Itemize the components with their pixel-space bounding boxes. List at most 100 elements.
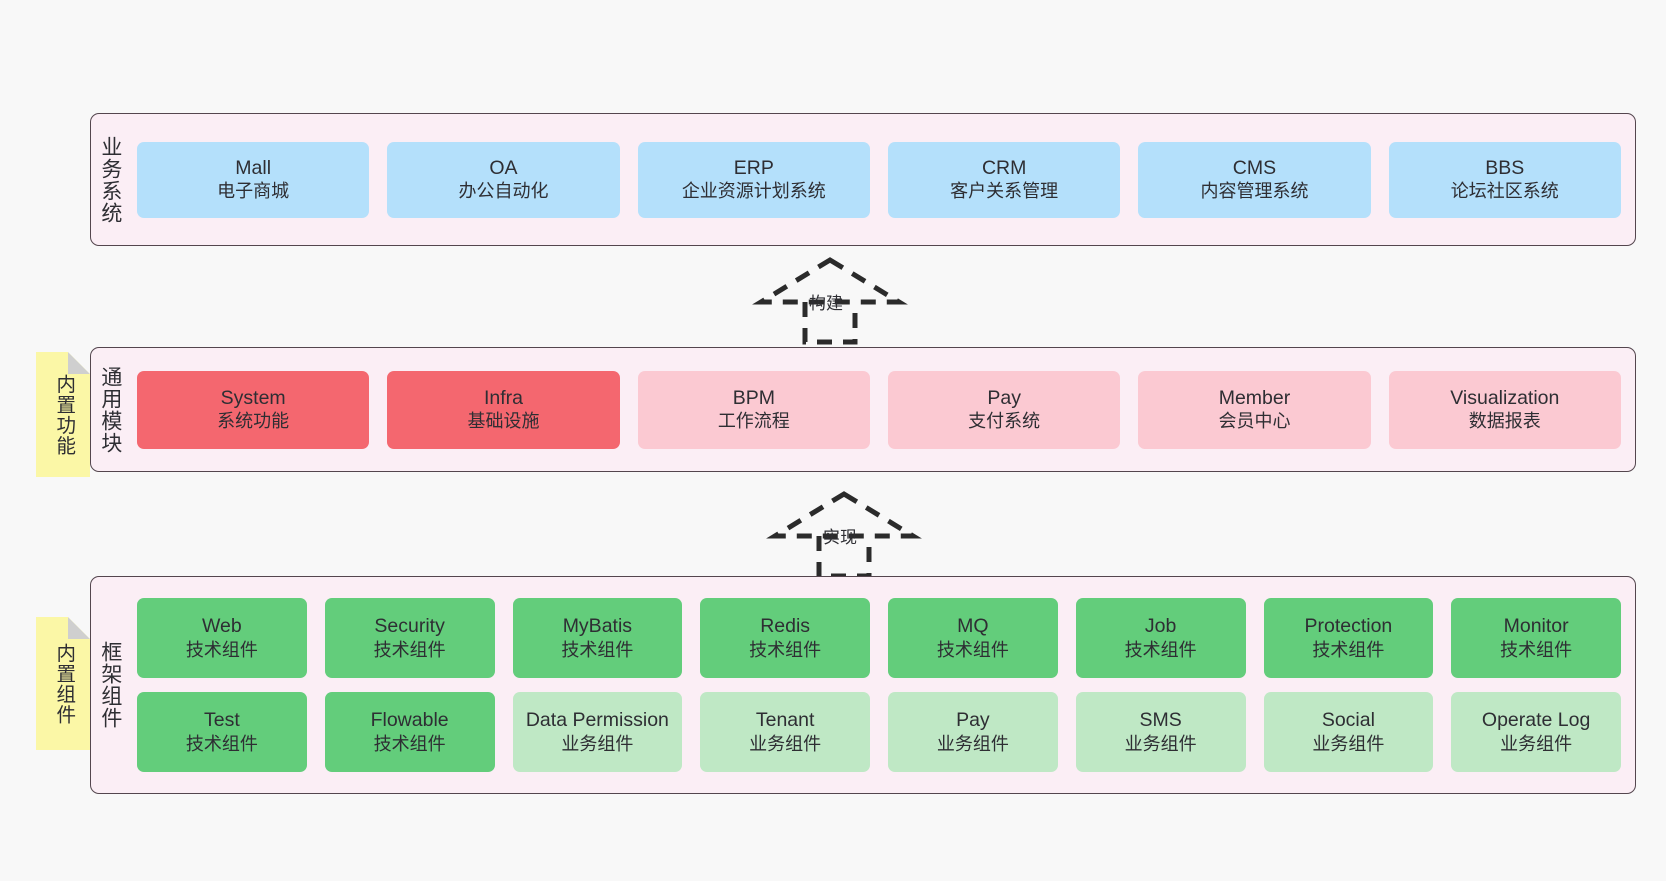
card-mall[interactable]: Mall 电子商城	[137, 141, 370, 218]
card-subtitle: 内容管理系统	[1200, 181, 1309, 202]
card-subtitle: 技术组件	[561, 639, 634, 660]
card-subtitle: 电子商城	[217, 181, 290, 202]
card-mq[interactable]: MQ 技术组件	[888, 598, 1058, 678]
card-infra[interactable]: Infra 基础设施	[387, 370, 620, 449]
card-title: CMS	[1232, 156, 1277, 179]
card-subtitle: 业务组件	[1500, 733, 1573, 754]
card-oa[interactable]: OA 办公自动化	[387, 141, 620, 218]
card-subtitle: 业务组件	[1312, 733, 1385, 754]
card-title: Pay	[987, 386, 1021, 409]
folded-corner-icon	[68, 617, 90, 639]
card-title: Test	[203, 709, 240, 731]
card-title: Data Permission	[525, 709, 669, 731]
layer-body-business: Mall 电子商城 OA 办公自动化 ERP 企业资源计划系统 CRM 客户关系…	[129, 114, 1635, 245]
card-title: Visualization	[1450, 386, 1560, 409]
note-label: 内置功能	[52, 373, 75, 456]
card-subtitle: 技术组件	[1124, 639, 1197, 660]
card-mybatis[interactable]: MyBatis 技术组件	[512, 598, 683, 678]
card-data-permission[interactable]: Data Permission 业务组件	[512, 692, 683, 772]
card-row: System 系统功能 Infra 基础设施 BPM 工作流程 Pay 支付系统…	[137, 370, 1621, 449]
card-title: Job	[1144, 615, 1177, 637]
card-crm[interactable]: CRM 客户关系管理	[887, 141, 1121, 218]
card-title: Redis	[760, 615, 811, 637]
card-tenant[interactable]: Tenant 业务组件	[700, 692, 870, 772]
layer-business-systems: 业务系统 Mall 电子商城 OA 办公自动化 ERP 企业资源计划系统 CRM…	[90, 113, 1636, 246]
card-pay[interactable]: Pay 支付系统	[887, 370, 1121, 449]
card-flowable[interactable]: Flowable 技术组件	[324, 692, 495, 772]
card-title: Pay	[956, 709, 990, 731]
card-subtitle: 技术组件	[185, 733, 258, 754]
card-subtitle: 会员中心	[1218, 411, 1291, 432]
card-subtitle: 技术组件	[185, 639, 258, 660]
card-title: Web	[202, 615, 242, 637]
layer-common-modules: 通用模块 System 系统功能 Infra 基础设施 BPM 工作流程 Pay…	[90, 347, 1636, 472]
card-subtitle: 技术组件	[1312, 639, 1385, 660]
card-subtitle: 办公自动化	[458, 181, 549, 202]
card-subtitle: 工作流程	[717, 411, 790, 432]
card-title: Security	[374, 615, 445, 637]
card-system[interactable]: System 系统功能	[137, 370, 370, 449]
card-subtitle: 技术组件	[1500, 639, 1573, 660]
card-row: Web 技术组件 Security 技术组件 MyBatis 技术组件 Redi…	[137, 598, 1621, 678]
card-bpm[interactable]: BPM 工作流程	[637, 370, 870, 449]
card-title: SMS	[1139, 709, 1182, 731]
layer-title-common: 通用模块	[98, 365, 122, 454]
note-builtin-components: 内置组件	[36, 617, 90, 750]
card-security[interactable]: Security 技术组件	[324, 598, 495, 678]
card-subtitle: 系统功能	[217, 411, 290, 432]
card-erp[interactable]: ERP 企业资源计划系统	[637, 141, 870, 218]
card-title: Mall	[235, 156, 272, 179]
card-title: MQ	[957, 615, 989, 637]
card-redis[interactable]: Redis 技术组件	[700, 598, 870, 678]
card-subtitle: 业务组件	[749, 733, 822, 754]
layer-body-framework: Web 技术组件 Security 技术组件 MyBatis 技术组件 Redi…	[129, 577, 1635, 793]
card-title: OA	[489, 156, 518, 179]
card-title: System	[220, 386, 286, 409]
card-member[interactable]: Member 会员中心	[1138, 370, 1371, 449]
card-job[interactable]: Job 技术组件	[1075, 598, 1246, 678]
card-subtitle: 技术组件	[936, 639, 1009, 660]
card-subtitle: 业务组件	[561, 733, 634, 754]
folded-corner-icon	[68, 352, 90, 374]
card-monitor[interactable]: Monitor 技术组件	[1451, 598, 1621, 678]
card-subtitle: 技术组件	[749, 639, 822, 660]
card-title: Flowable	[370, 709, 449, 731]
card-title: Protection	[1304, 615, 1393, 637]
layer-framework-components: 框架组件 Web 技术组件 Security 技术组件 MyBatis 技术组件…	[90, 576, 1636, 794]
card-title: Monitor	[1503, 615, 1569, 637]
card-subtitle: 客户关系管理	[950, 181, 1059, 202]
card-title: BPM	[732, 386, 775, 409]
card-title: Tenant	[755, 709, 815, 731]
card-web[interactable]: Web 技术组件	[137, 598, 307, 678]
layer-body-common: System 系统功能 Infra 基础设施 BPM 工作流程 Pay 支付系统…	[129, 348, 1635, 471]
card-subtitle: 业务组件	[936, 733, 1009, 754]
card-visualization[interactable]: Visualization 数据报表	[1388, 370, 1621, 449]
connector-build-arrow: 构建	[752, 257, 908, 345]
connector-implement-arrow: 实现	[766, 491, 922, 579]
card-title: BBS	[1485, 156, 1525, 179]
card-sms[interactable]: SMS 业务组件	[1075, 692, 1246, 772]
card-subtitle: 论坛社区系统	[1450, 181, 1559, 202]
card-bbs[interactable]: BBS 论坛社区系统	[1388, 141, 1621, 218]
card-subtitle: 支付系统	[968, 411, 1041, 432]
card-subtitle: 技术组件	[373, 639, 446, 660]
card-social[interactable]: Social 业务组件	[1263, 692, 1434, 772]
card-title: Member	[1218, 386, 1291, 409]
layer-title-framework: 框架组件	[98, 641, 122, 729]
layer-title-business: 业务系统	[98, 135, 122, 224]
note-builtin-features: 内置功能	[36, 352, 90, 477]
card-subtitle: 业务组件	[1124, 733, 1197, 754]
card-protection[interactable]: Protection 技术组件	[1263, 598, 1434, 678]
card-test[interactable]: Test 技术组件	[137, 692, 307, 772]
card-operate-log[interactable]: Operate Log 业务组件	[1451, 692, 1621, 772]
card-row: Mall 电子商城 OA 办公自动化 ERP 企业资源计划系统 CRM 客户关系…	[137, 141, 1621, 218]
card-title: MyBatis	[562, 615, 633, 637]
card-cms[interactable]: CMS 内容管理系统	[1138, 141, 1371, 218]
connector-label-implement: 实现	[823, 528, 857, 547]
note-label: 内置组件	[52, 642, 75, 725]
card-subtitle: 技术组件	[373, 733, 446, 754]
card-row: Test 技术组件 Flowable 技术组件 Data Permission …	[137, 692, 1621, 772]
card-pay-component[interactable]: Pay 业务组件	[888, 692, 1058, 772]
card-title: Operate Log	[1481, 709, 1591, 731]
